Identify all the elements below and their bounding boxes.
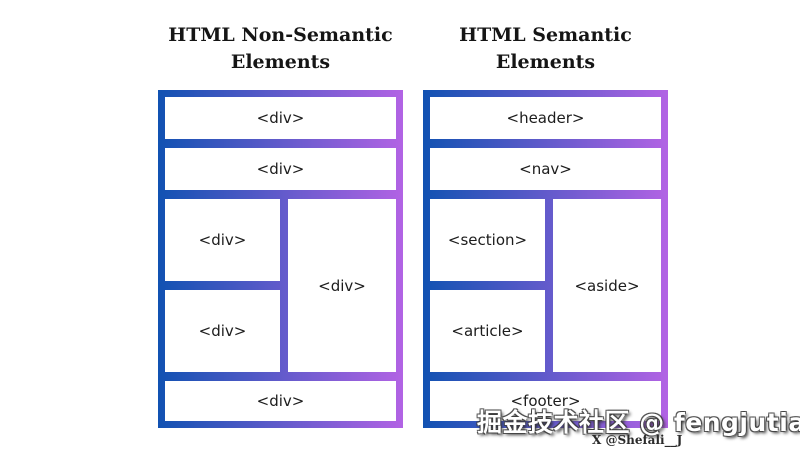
tag-label: <section> <box>447 231 528 249</box>
left-title-line1: HTML Non-Semantic <box>168 24 393 46</box>
right-panel-title: HTML Semantic Elements <box>423 22 668 76</box>
tag-label: <div> <box>198 322 247 340</box>
box-footer: <footer> <box>430 381 661 421</box>
left-title-line2: Elements <box>230 51 331 73</box>
credit-text: X @Shefali__J <box>592 433 683 447</box>
semantic-left-column: <section> <article> <box>430 199 545 372</box>
box-section: <section> <box>430 199 545 281</box>
tag-label: <article> <box>451 322 524 340</box>
tag-label: <aside> <box>574 276 640 295</box>
tag-label: <div> <box>256 109 305 127</box>
tag-label: <div> <box>256 392 305 410</box>
watermark-text: 掘金技术社区 @ fengjutian <box>477 408 800 437</box>
tag-label: <div> <box>256 160 305 178</box>
semantic-layout-diagram: <header> <nav> <section> <article> <asid… <box>423 90 668 428</box>
box-nav: <nav> <box>430 148 661 190</box>
non-semantic-layout-diagram: <div> <div> <div> <div> <div> <div> <box>158 90 403 428</box>
box-div-aside-area: <div> <box>288 199 396 372</box>
box-div-section-area: <div> <box>165 199 280 281</box>
right-title-line2: Elements <box>495 51 596 73</box>
non-semantic-left-column: <div> <div> <box>165 199 280 372</box>
box-header: <header> <box>430 97 661 139</box>
box-div-nav-area: <div> <box>165 148 396 190</box>
box-div-header-area: <div> <box>165 97 396 139</box>
box-aside: <aside> <box>553 199 661 372</box>
box-article: <article> <box>430 290 545 372</box>
tag-label: <footer> <box>510 392 581 410</box>
tag-label: <div> <box>318 276 366 295</box>
tag-label: <div> <box>198 231 247 249</box>
semantic-middle-section: <section> <article> <aside> <box>430 199 661 372</box>
box-div-footer-area: <div> <box>165 381 396 421</box>
left-panel-title: HTML Non-Semantic Elements <box>158 22 403 76</box>
tag-label: <header> <box>506 109 585 127</box>
tag-label: <nav> <box>519 160 572 178</box>
non-semantic-middle-section: <div> <div> <div> <box>165 199 396 372</box>
right-title-line1: HTML Semantic <box>459 24 632 46</box>
box-div-article-area: <div> <box>165 290 280 372</box>
